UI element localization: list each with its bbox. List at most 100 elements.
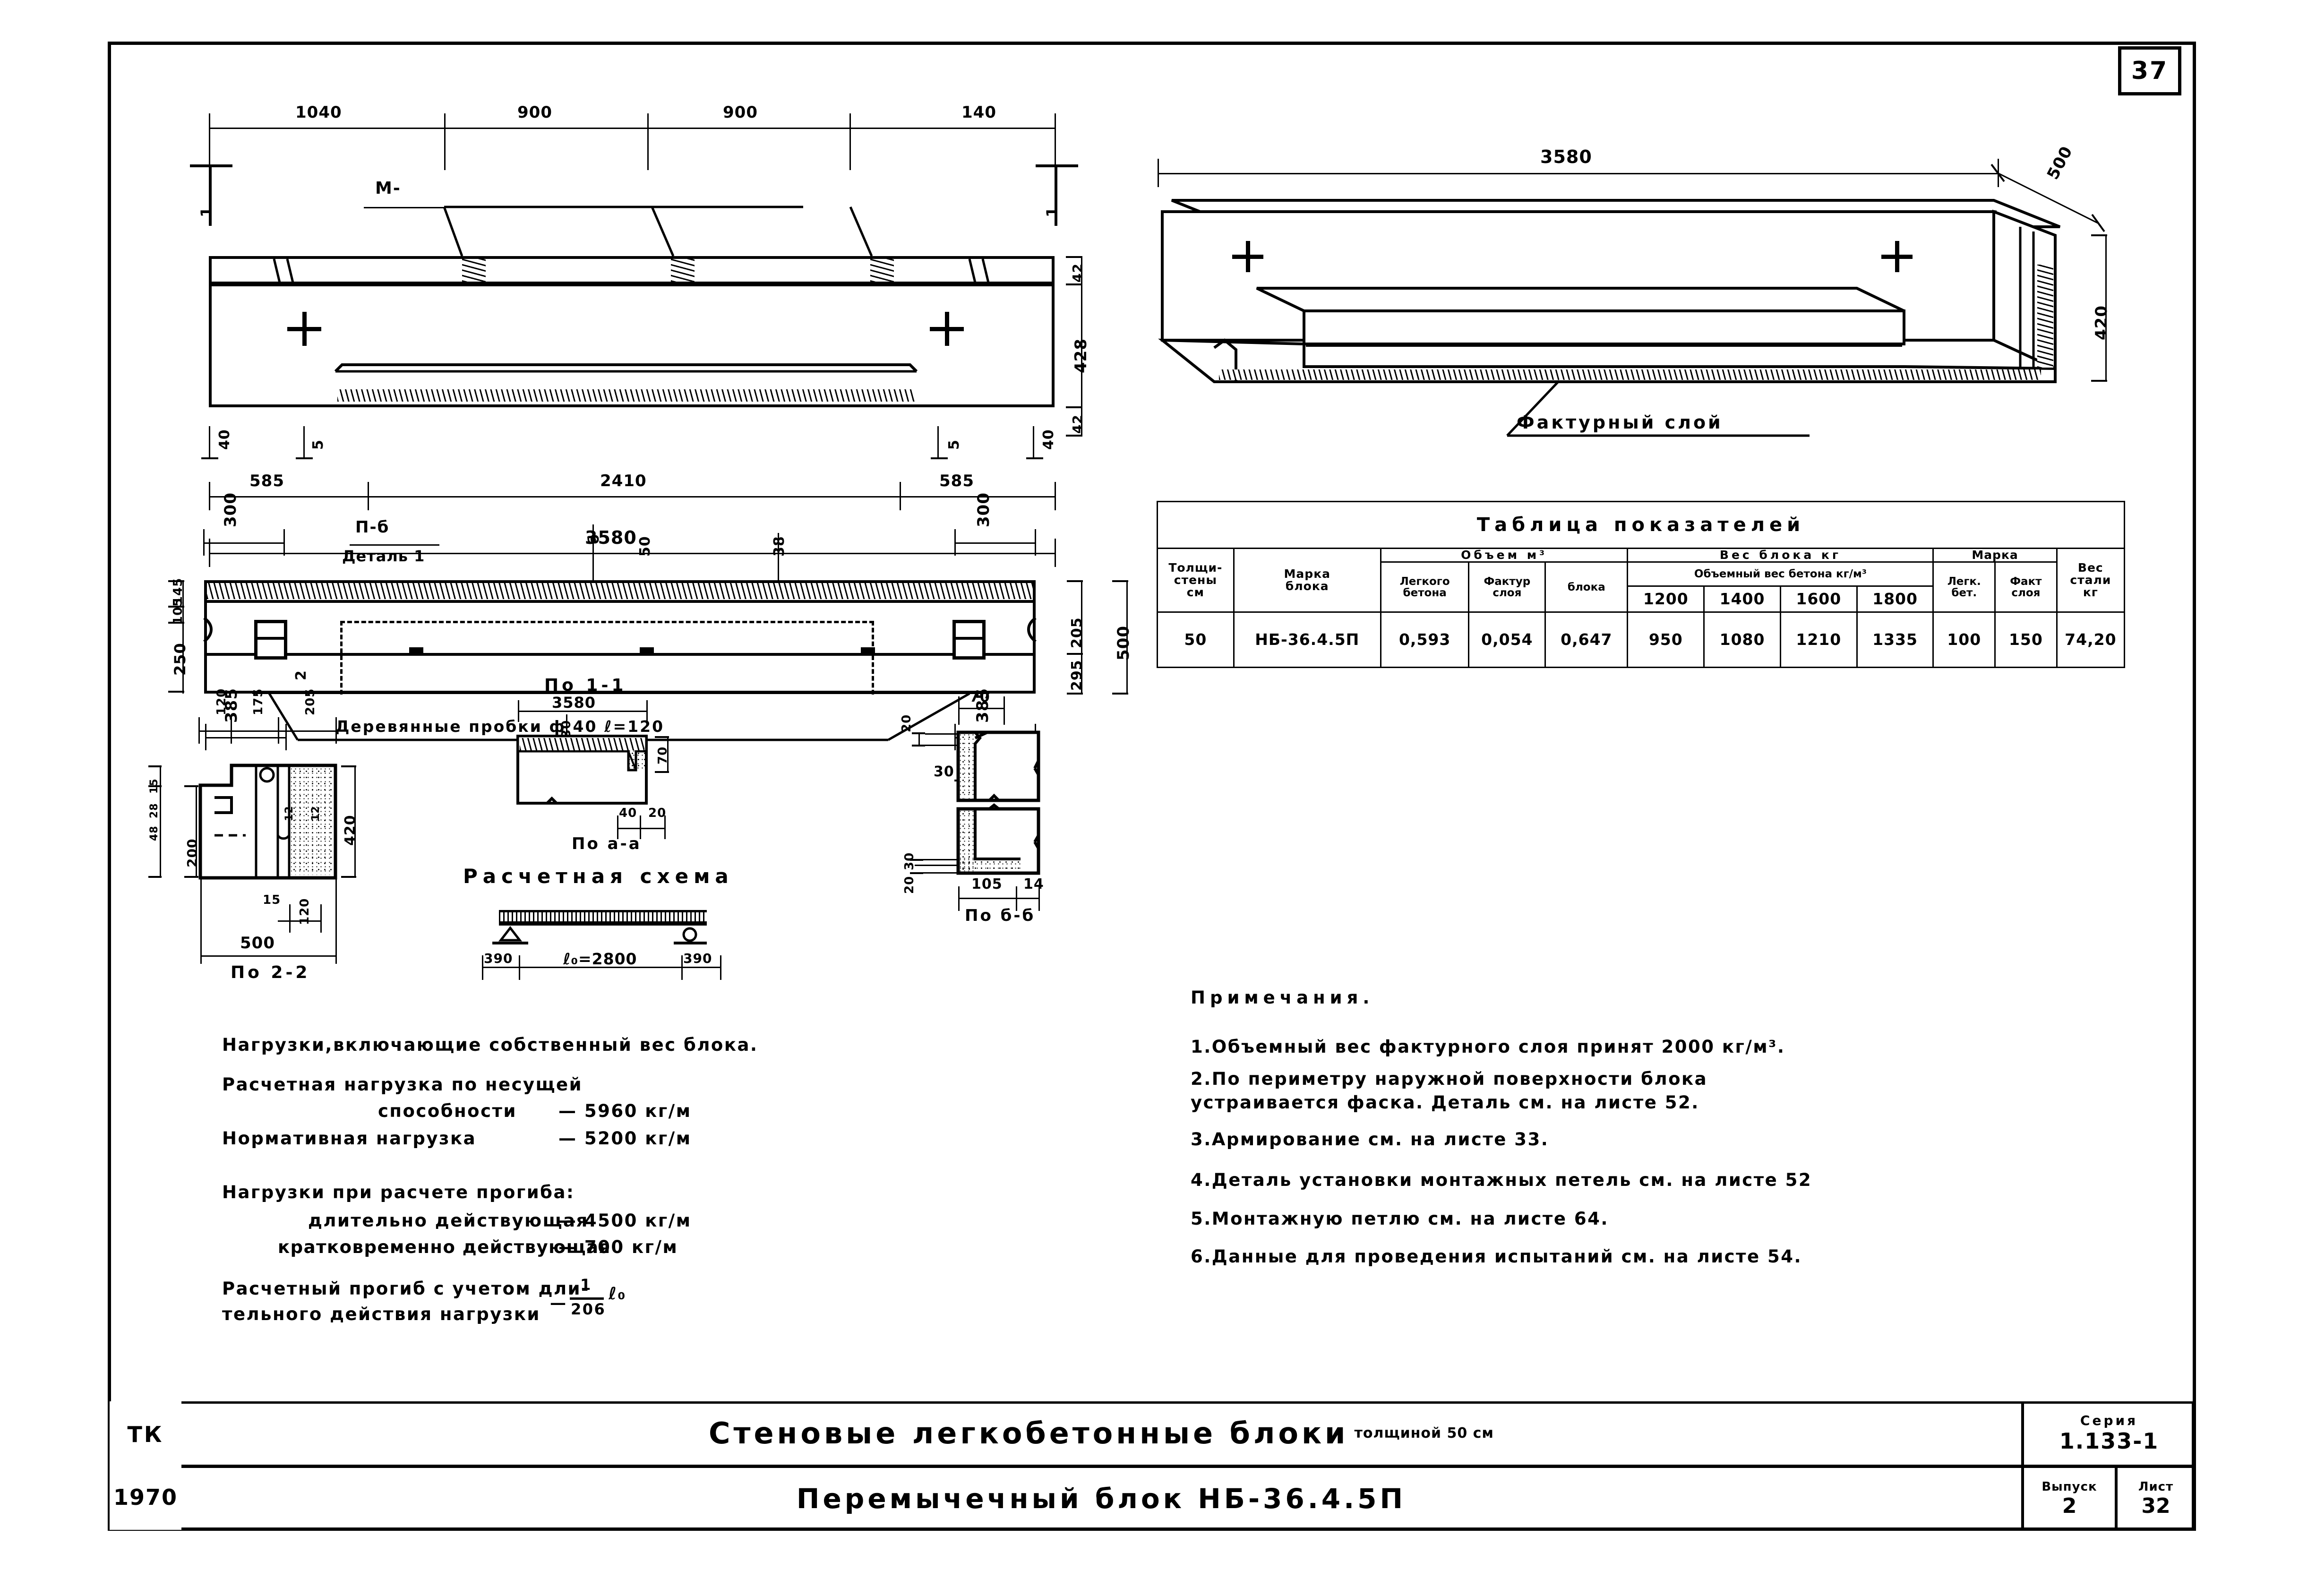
loads-block: Нагрузки,включающие собственный вес блок… <box>222 1035 1129 1384</box>
leader-lines <box>443 206 873 257</box>
notes-block: Примечания. 1.Объемный вес фактурного сл… <box>1191 987 2159 1356</box>
s11-dim-3580: 3580 <box>552 694 596 712</box>
notes-heading: Примечания. <box>1191 987 1374 1008</box>
th-thickness-l2: стены <box>1174 573 1217 587</box>
series-label: Серия <box>2080 1412 2138 1428</box>
org-cell: ТК <box>110 1401 181 1467</box>
plan-break-marks <box>203 617 1037 643</box>
mounting-loop-right <box>930 312 964 346</box>
th-vol-fact-l2: слоя <box>1493 586 1522 599</box>
elevation-top-strip <box>209 256 1055 284</box>
calc-left-support: 390 <box>484 951 513 966</box>
view-calc-scheme: Расчетная схема 390 ℓ₀=2800 390 <box>463 865 813 987</box>
th-mark-layer-l1: Факт <box>2010 575 2042 588</box>
plan-bumps <box>151 439 1167 676</box>
table-title: Таблица показателей <box>1157 501 2125 549</box>
th-steel-group: Вес стали кг <box>2056 547 2126 613</box>
th-w1800: 1800 <box>1856 585 1934 613</box>
defl-numerator: 1 <box>580 1276 592 1294</box>
s22-dim-500: 500 <box>240 934 275 952</box>
series-cell: Серия 1.133-1 <box>2024 1401 2194 1465</box>
list-value: 32 <box>2141 1493 2170 1518</box>
title-sub-cell: Перемычечный блок НБ-36.4.5П <box>181 1467 2021 1530</box>
page-number-box: 37 <box>2118 46 2181 95</box>
view-section-1-1: По 1-1 3580 30 70 40 20 По а-а <box>482 676 813 874</box>
td-steel: 74,20 <box>2056 611 2126 669</box>
note-item-2: 2.По периметру наружной поверхности блок… <box>1191 1069 1708 1089</box>
iso-callout-leader <box>1506 380 1810 437</box>
title-main-suffix: толщиной 50 см <box>1354 1424 1494 1442</box>
th-steel-l3: кг <box>2083 585 2098 600</box>
plan-detail-note: Деталь 1 <box>342 547 425 565</box>
th-w1200: 1200 <box>1627 585 1705 613</box>
th-mark-layer-l2: слоя <box>2011 586 2041 599</box>
view-section-2-2: 120 175 205 15 28 48 200 12 12 <box>148 685 454 982</box>
deflection-row1-label: кратковременно действующая <box>278 1237 611 1257</box>
iso-texture-band <box>1219 369 2041 380</box>
th-mark-concrete: Легк. бет. <box>1932 561 1996 613</box>
s22-inner-12a: 12 <box>283 806 295 821</box>
sbb-dim-30a: 30 <box>934 764 954 780</box>
plan-texture-layer <box>207 583 1033 599</box>
sbb-upper <box>956 730 1040 875</box>
th-mark-l2: блока <box>1285 579 1329 593</box>
s22-dim-420: 420 <box>342 815 359 846</box>
defl-suffix: ℓ₀ <box>609 1284 626 1304</box>
loads-row0-label: Расчетная нагрузка по несущей <box>222 1074 583 1095</box>
sbb-dim-105: 105 <box>971 876 1003 892</box>
th-thickness: Толщи- стены см <box>1157 547 1235 613</box>
calc-beam <box>499 910 707 928</box>
note-item-6: 6.Данные для проведения испытаний см. на… <box>1191 1246 1802 1267</box>
plan-plug-left <box>254 620 287 660</box>
s22-texture <box>291 768 333 875</box>
sbb-dim-70: 70 <box>969 689 990 705</box>
list-cell: Лист 32 <box>2118 1467 2194 1530</box>
th-vol-fact-l1: Фактур <box>1484 575 1531 588</box>
dim-42-bot: 42 <box>1070 414 1085 434</box>
plan-wooden-plugs-note: Деревянные пробки ф 40 ℓ=120 <box>335 717 665 736</box>
td-thickness: 50 <box>1157 611 1235 669</box>
dim-900-a: 900 <box>517 103 552 122</box>
title-block: ТК 1970 Стеновые легкобетонные блоки тол… <box>110 1401 2194 1530</box>
view-elevation: 1040 900 900 140 1 1 М- <box>180 80 1106 567</box>
iso-dim-3580: 3580 <box>1540 146 1592 167</box>
plan-detail-section-label: П-б <box>355 518 390 537</box>
note-item-1: 1.Объемный вес фактурного слоя принят 20… <box>1191 1037 1785 1057</box>
wooden-plug-2 <box>671 259 695 282</box>
defl-calc-label2: тельного действия нагрузки <box>222 1304 540 1324</box>
mark-label: М- <box>375 179 401 198</box>
th-w1400: 1400 <box>1703 585 1781 613</box>
deflection-heading: Нагрузки при расчете прогиба: <box>222 1182 575 1202</box>
deflection-row0-value: — 4500 кг/м <box>558 1210 692 1231</box>
loads-row0-label2: способности <box>378 1101 517 1121</box>
th-thickness-l1: Толщи- <box>1168 560 1223 575</box>
page-number: 37 <box>2131 57 2169 85</box>
th-w1600: 1600 <box>1779 585 1858 613</box>
th-mark-concrete-l1: Легк. <box>1947 575 1981 588</box>
s11-dim-70: 70 <box>656 746 670 764</box>
iso-texture-side <box>2037 265 2053 368</box>
issue-value: 2 <box>2062 1493 2077 1518</box>
wooden-plug-1 <box>462 259 486 282</box>
table-row: 50 НБ-36.4.5П 0,593 0,054 0,647 950 1080… <box>1157 611 2126 669</box>
th-mark-l1: Марка <box>1284 566 1331 581</box>
year-label: 1970 <box>113 1484 178 1510</box>
title-main: Стеновые легкобетонные блоки <box>709 1416 1349 1450</box>
td-w1800: 1335 <box>1856 611 1934 669</box>
dim-585-right: 585 <box>939 472 974 490</box>
iso-callout-label: Фактурный слой <box>1517 412 1723 433</box>
sbb-texture-upper <box>960 734 974 798</box>
org-label: ТК <box>127 1422 164 1447</box>
sbb-dim-30b: 30 <box>902 852 917 870</box>
th-mark: Марка блока <box>1233 547 1381 613</box>
iso-loop-right <box>1881 241 1913 272</box>
th-vol-block: блока <box>1544 561 1629 613</box>
dim-585-left: 585 <box>249 472 284 490</box>
s22-dim-15b: 15 <box>263 893 281 907</box>
th-mark-concrete-l2: бет. <box>1951 586 1977 599</box>
issue-cell: Выпуск 2 <box>2024 1467 2115 1530</box>
s11-dim-20: 20 <box>648 806 667 820</box>
th-steel-l1: Вес <box>2077 560 2103 575</box>
td-w1200: 950 <box>1627 611 1705 669</box>
